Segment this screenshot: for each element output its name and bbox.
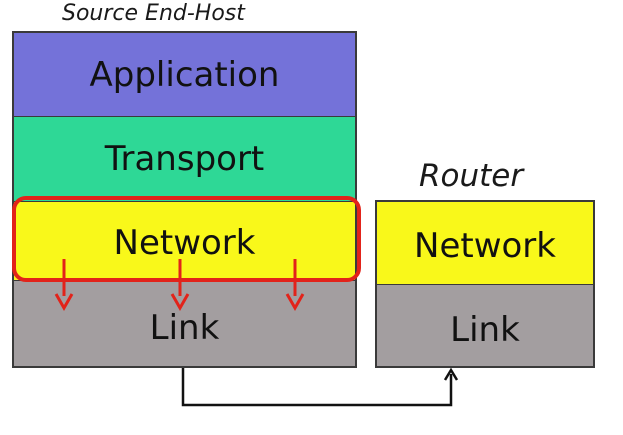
source-application-layer: Application	[12, 31, 357, 117]
link-connector-arrow	[181, 367, 459, 407]
router-caption: Router	[419, 158, 524, 194]
encapsulation-arrow-left	[54, 259, 74, 312]
source-transport-layer: Transport	[12, 116, 357, 202]
source-application-label: Application	[89, 54, 280, 95]
encapsulation-arrow-right	[285, 259, 305, 312]
router-network-label: Network	[414, 226, 556, 266]
source-transport-label: Transport	[104, 139, 265, 179]
source-link-layer: Link	[12, 280, 357, 368]
source-network-label: Network	[113, 223, 256, 263]
encapsulation-arrow-middle	[170, 259, 190, 312]
router-network-layer: Network	[375, 200, 595, 285]
source-host-caption: Source End-Host	[62, 1, 245, 26]
router-link-layer: Link	[375, 284, 595, 368]
router-link-label: Link	[450, 309, 520, 350]
source-link-label: Link	[149, 307, 220, 348]
